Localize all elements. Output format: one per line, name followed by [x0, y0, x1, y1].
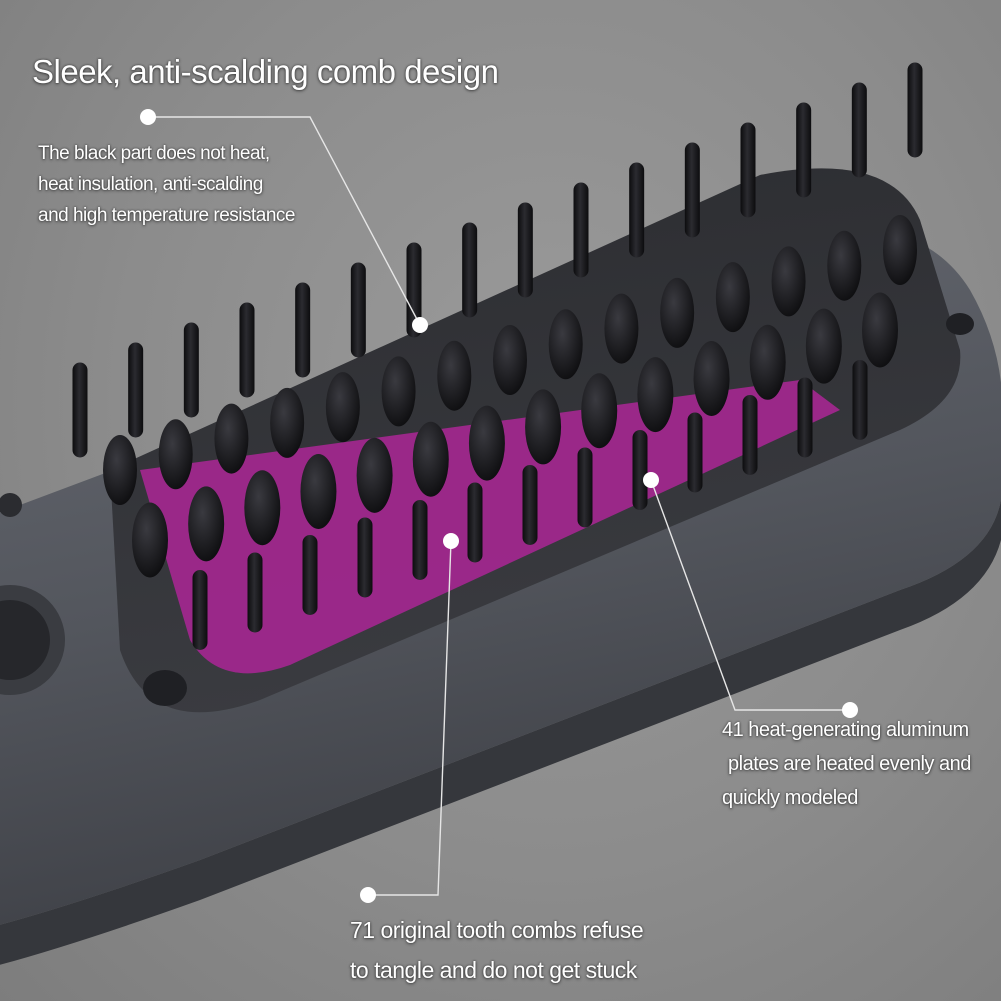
bristle-nub: [270, 387, 305, 458]
bristle-nub: [749, 324, 786, 400]
callout-text-line: 41 heat-generating aluminum: [722, 719, 969, 741]
bristle-pin: [295, 282, 311, 378]
bristles: [72, 62, 923, 650]
bristle-pin: [522, 465, 538, 545]
callout-line-plates: [650, 479, 850, 711]
callout-dot: [360, 887, 376, 903]
bristle-pin: [302, 535, 318, 615]
bristle-pin: [412, 500, 428, 580]
bristle-pin: [467, 482, 483, 563]
callout-dot: [842, 702, 858, 718]
callout-teeth: 71 original tooth combs refuse to tangle…: [350, 910, 644, 990]
bristle-nub: [548, 309, 583, 380]
vent-hole: [143, 670, 187, 706]
bristle-nub: [356, 437, 393, 513]
bristle-nub: [468, 405, 505, 481]
bristle-pin: [462, 222, 478, 318]
bristle-nub: [493, 325, 527, 395]
callout-text-line: quickly modeled: [722, 787, 858, 809]
callout-text-line: plates are heated evenly and: [728, 753, 971, 775]
bristle-pin: [350, 262, 366, 358]
bristle-nub: [300, 454, 337, 530]
callout-dot: [140, 109, 156, 125]
bristle-nub: [158, 419, 193, 490]
callout-text-line: 71 original tooth combs refuse: [350, 917, 644, 943]
bristle-pin: [577, 447, 593, 528]
callout-text-line: The black part does not heat,: [38, 143, 270, 164]
bristle-nub: [412, 421, 449, 497]
callout-dots: [140, 109, 858, 903]
callout-plates: 41 heat-generating aluminum plates are h…: [722, 713, 971, 815]
callout-lines: [148, 116, 850, 896]
bristle-nub: [715, 262, 750, 333]
bristle-nub: [693, 340, 730, 416]
bristle-pin: [907, 62, 923, 158]
bristle-nub: [103, 435, 137, 505]
bristle-pin: [72, 362, 88, 458]
bristle-pin: [128, 342, 144, 438]
callout-dot: [443, 533, 459, 549]
bristle-pin: [192, 570, 208, 650]
bristle-pin: [797, 377, 813, 458]
callout-black-part: The black part does not heat, heat insul…: [38, 138, 296, 231]
bristle-nub: [771, 246, 806, 317]
callout-line-black-part: [148, 116, 421, 326]
bristle-pin: [406, 242, 422, 338]
bristle-pin: [742, 395, 758, 475]
bristle-pin: [629, 162, 645, 258]
bristle-nub: [244, 470, 281, 546]
bristle-pin: [247, 552, 263, 633]
callout-text-line: heat insulation, anti-scalding: [38, 174, 263, 195]
bristle-pin: [852, 360, 868, 440]
bristle-nub: [381, 356, 416, 427]
bristle-pin: [851, 82, 867, 178]
bristle-pin: [573, 182, 589, 278]
bristle-pin: [796, 102, 812, 198]
callout-line-teeth: [368, 540, 452, 896]
bristle-pin: [357, 517, 373, 598]
bristle-pin: [517, 202, 533, 298]
bristle-nub: [525, 389, 562, 465]
bristle-pin: [632, 430, 648, 510]
bristle-nub: [325, 372, 360, 443]
bristle-nub: [862, 292, 898, 368]
bristle-nub: [581, 373, 618, 449]
bristle-pin: [740, 122, 756, 218]
callout-text-line: to tangle and do not get stuck: [350, 957, 637, 983]
bristle-nub: [604, 293, 639, 364]
bristle-nub: [132, 502, 168, 578]
callout-dot: [412, 317, 428, 333]
bristle-nub: [214, 403, 249, 474]
vent-hole: [946, 313, 974, 335]
bristle-nub: [637, 357, 674, 433]
callout-dot: [643, 472, 659, 488]
bristle-pin: [687, 412, 703, 493]
comb-body-rim: [0, 500, 1001, 965]
bristle-nub: [437, 340, 472, 411]
bristle-pin: [183, 322, 199, 418]
bristle-pin: [684, 142, 700, 238]
bristle-nub: [188, 486, 225, 562]
bristle-nub: [827, 230, 862, 301]
bristle-nub: [805, 308, 842, 384]
bristle-nub: [883, 215, 917, 285]
callout-text-line: and high temperature resistance: [38, 205, 296, 226]
bristle-nub: [660, 277, 695, 348]
headline: Sleek, anti-scalding comb design: [32, 53, 499, 90]
bristle-pin: [239, 302, 255, 398]
